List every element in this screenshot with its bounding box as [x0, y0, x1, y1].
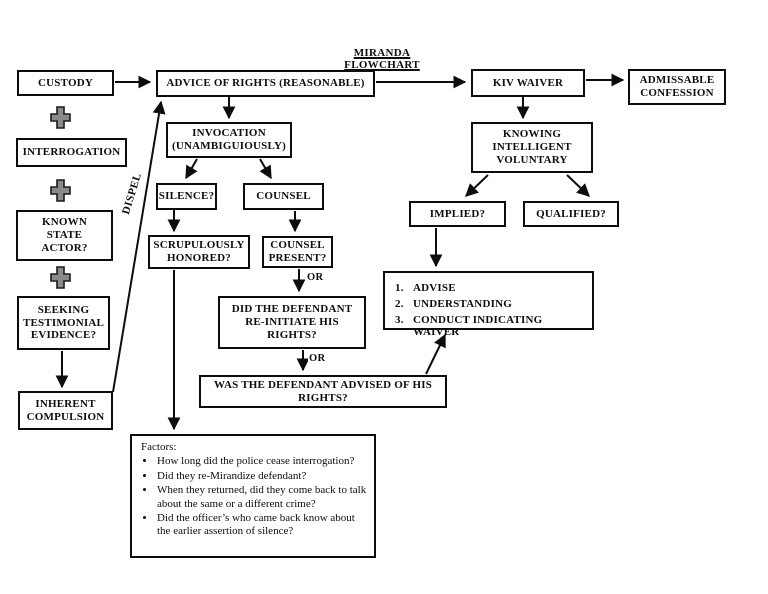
- node-known-state-actor-label: KNOWN STATE ACTOR?: [41, 216, 88, 254]
- node-admissable-confession-label: ADMISSABLE CONFESSION: [639, 74, 715, 99]
- node-was-advised-rights-label: WAS THE DEFENDANT ADVISED OF HIS RIGHTS?: [214, 378, 432, 404]
- node-implied-label: IMPLIED?: [429, 207, 486, 220]
- node-implied: IMPLIED?: [409, 201, 506, 227]
- node-scrupulously-honored-label: SCRUPULOUSLY HONORED?: [153, 239, 245, 264]
- edge-invocation-counsel: [259, 158, 272, 180]
- node-silence: SILENCE?: [156, 183, 217, 210]
- factors-item: When they returned, did they come back t…: [156, 484, 368, 511]
- node-counsel: COUNSEL: [243, 183, 324, 210]
- node-advice-of-rights: ADVICE OF RIGHTS (REASONABLE): [156, 70, 375, 97]
- node-interrogation-label: INTERROGATION: [22, 146, 121, 159]
- node-known-state-actor: KNOWN STATE ACTOR?: [16, 210, 113, 261]
- node-knowing-intelligent-voluntary-label: KNOWING INTELLIGENT VOLUNTARY: [492, 128, 572, 166]
- edge-wasadvised-waiverbox: [425, 333, 446, 375]
- node-did-reinitiate-rights-label: DID THE DEFENDANT RE-INITIATE HIS RIGHTS…: [231, 303, 353, 341]
- waiver-requirement-item: 1. ADVISE: [395, 282, 586, 294]
- node-silence-label: SILENCE?: [158, 190, 215, 203]
- waiver-requirement-number: 3.: [395, 314, 404, 326]
- node-knowing-intelligent-voluntary: KNOWING INTELLIGENT VOLUNTARY: [471, 122, 593, 173]
- waiver-requirement-text: UNDERSTANDING: [413, 298, 512, 310]
- node-invocation: INVOCATION (UNAMBIGUIOUSLY): [166, 122, 292, 158]
- node-interrogation: INTERROGATION: [16, 138, 127, 167]
- node-was-advised-rights: WAS THE DEFENDANT ADVISED OF HIS RIGHTS?: [199, 375, 447, 408]
- edge-knowing-implied: [465, 174, 489, 197]
- node-qualified-label: QUALIFIED?: [536, 207, 606, 220]
- edge-label-or-1: OR: [306, 272, 325, 283]
- factors-item: How long did the police cease interrogat…: [156, 455, 368, 468]
- node-invocation-label: INVOCATION (UNAMBIGUIOUSLY): [171, 127, 287, 152]
- factors-item: Did they re-Mirandize defendant?: [156, 470, 368, 483]
- node-qualified: QUALIFIED?: [523, 201, 619, 227]
- factors-box: Factors: How long did the police cease i…: [130, 434, 376, 558]
- node-scrupulously-honored: SCRUPULOUSLY HONORED?: [148, 235, 250, 269]
- node-counsel-label: COUNSEL: [256, 190, 311, 203]
- waiver-requirement-text: CONDUCT INDICATING WAIVER: [413, 314, 543, 338]
- node-did-reinitiate-rights: DID THE DEFENDANT RE-INITIATE HIS RIGHTS…: [218, 296, 366, 349]
- plus-icon: [50, 179, 71, 202]
- node-seeking-testimonial-evidence: SEEKING TESTIMONIAL EVIDENCE?: [17, 296, 110, 350]
- factors-list: How long did the police cease interrogat…: [141, 455, 368, 538]
- node-counsel-present: COUNSEL PRESENT?: [262, 236, 333, 268]
- waiver-requirement-number: 1.: [395, 282, 404, 294]
- node-admissable-confession: ADMISSABLE CONFESSION: [628, 69, 726, 105]
- plus-icon: [50, 106, 71, 129]
- node-custody: CUSTODY: [17, 70, 114, 96]
- node-inherent-compulsion-label: INHERENT COMPULSION: [26, 397, 105, 423]
- edge-inherent-advice-dispel: [112, 100, 166, 393]
- node-custody-label: CUSTODY: [38, 76, 93, 89]
- node-kiv-waiver-label: KIV WAIVER: [492, 76, 564, 89]
- factors-item: Did the officer’s who came back know abo…: [156, 512, 368, 539]
- node-advice-of-rights-label: ADVICE OF RIGHTS (REASONABLE): [166, 77, 365, 90]
- edge-invocation-silence: [185, 158, 198, 180]
- factors-title: Factors:: [141, 441, 177, 453]
- node-counsel-present-label: COUNSEL PRESENT?: [268, 239, 327, 264]
- page-title: MIRANDA FLOWCHART: [344, 47, 420, 71]
- waiver-requirement-item: 3. CONDUCT INDICATING WAIVER: [395, 314, 586, 338]
- node-seeking-testimonial-evidence-label: SEEKING TESTIMONIAL EVIDENCE?: [22, 303, 105, 342]
- waiver-requirement-item: 2. UNDERSTANDING: [395, 298, 586, 310]
- node-inherent-compulsion: INHERENT COMPULSION: [18, 391, 113, 430]
- plus-icon: [50, 266, 71, 289]
- edge-label-or-2: OR: [308, 353, 327, 364]
- node-kiv-waiver: KIV WAIVER: [471, 69, 585, 97]
- waiver-requirements-box: 1. ADVISE 2. UNDERSTANDING 3. CONDUCT IN…: [383, 271, 594, 338]
- waiver-requirement-number: 2.: [395, 298, 404, 310]
- waiver-requirement-text: ADVISE: [413, 282, 456, 294]
- edge-knowing-qualified: [566, 174, 590, 197]
